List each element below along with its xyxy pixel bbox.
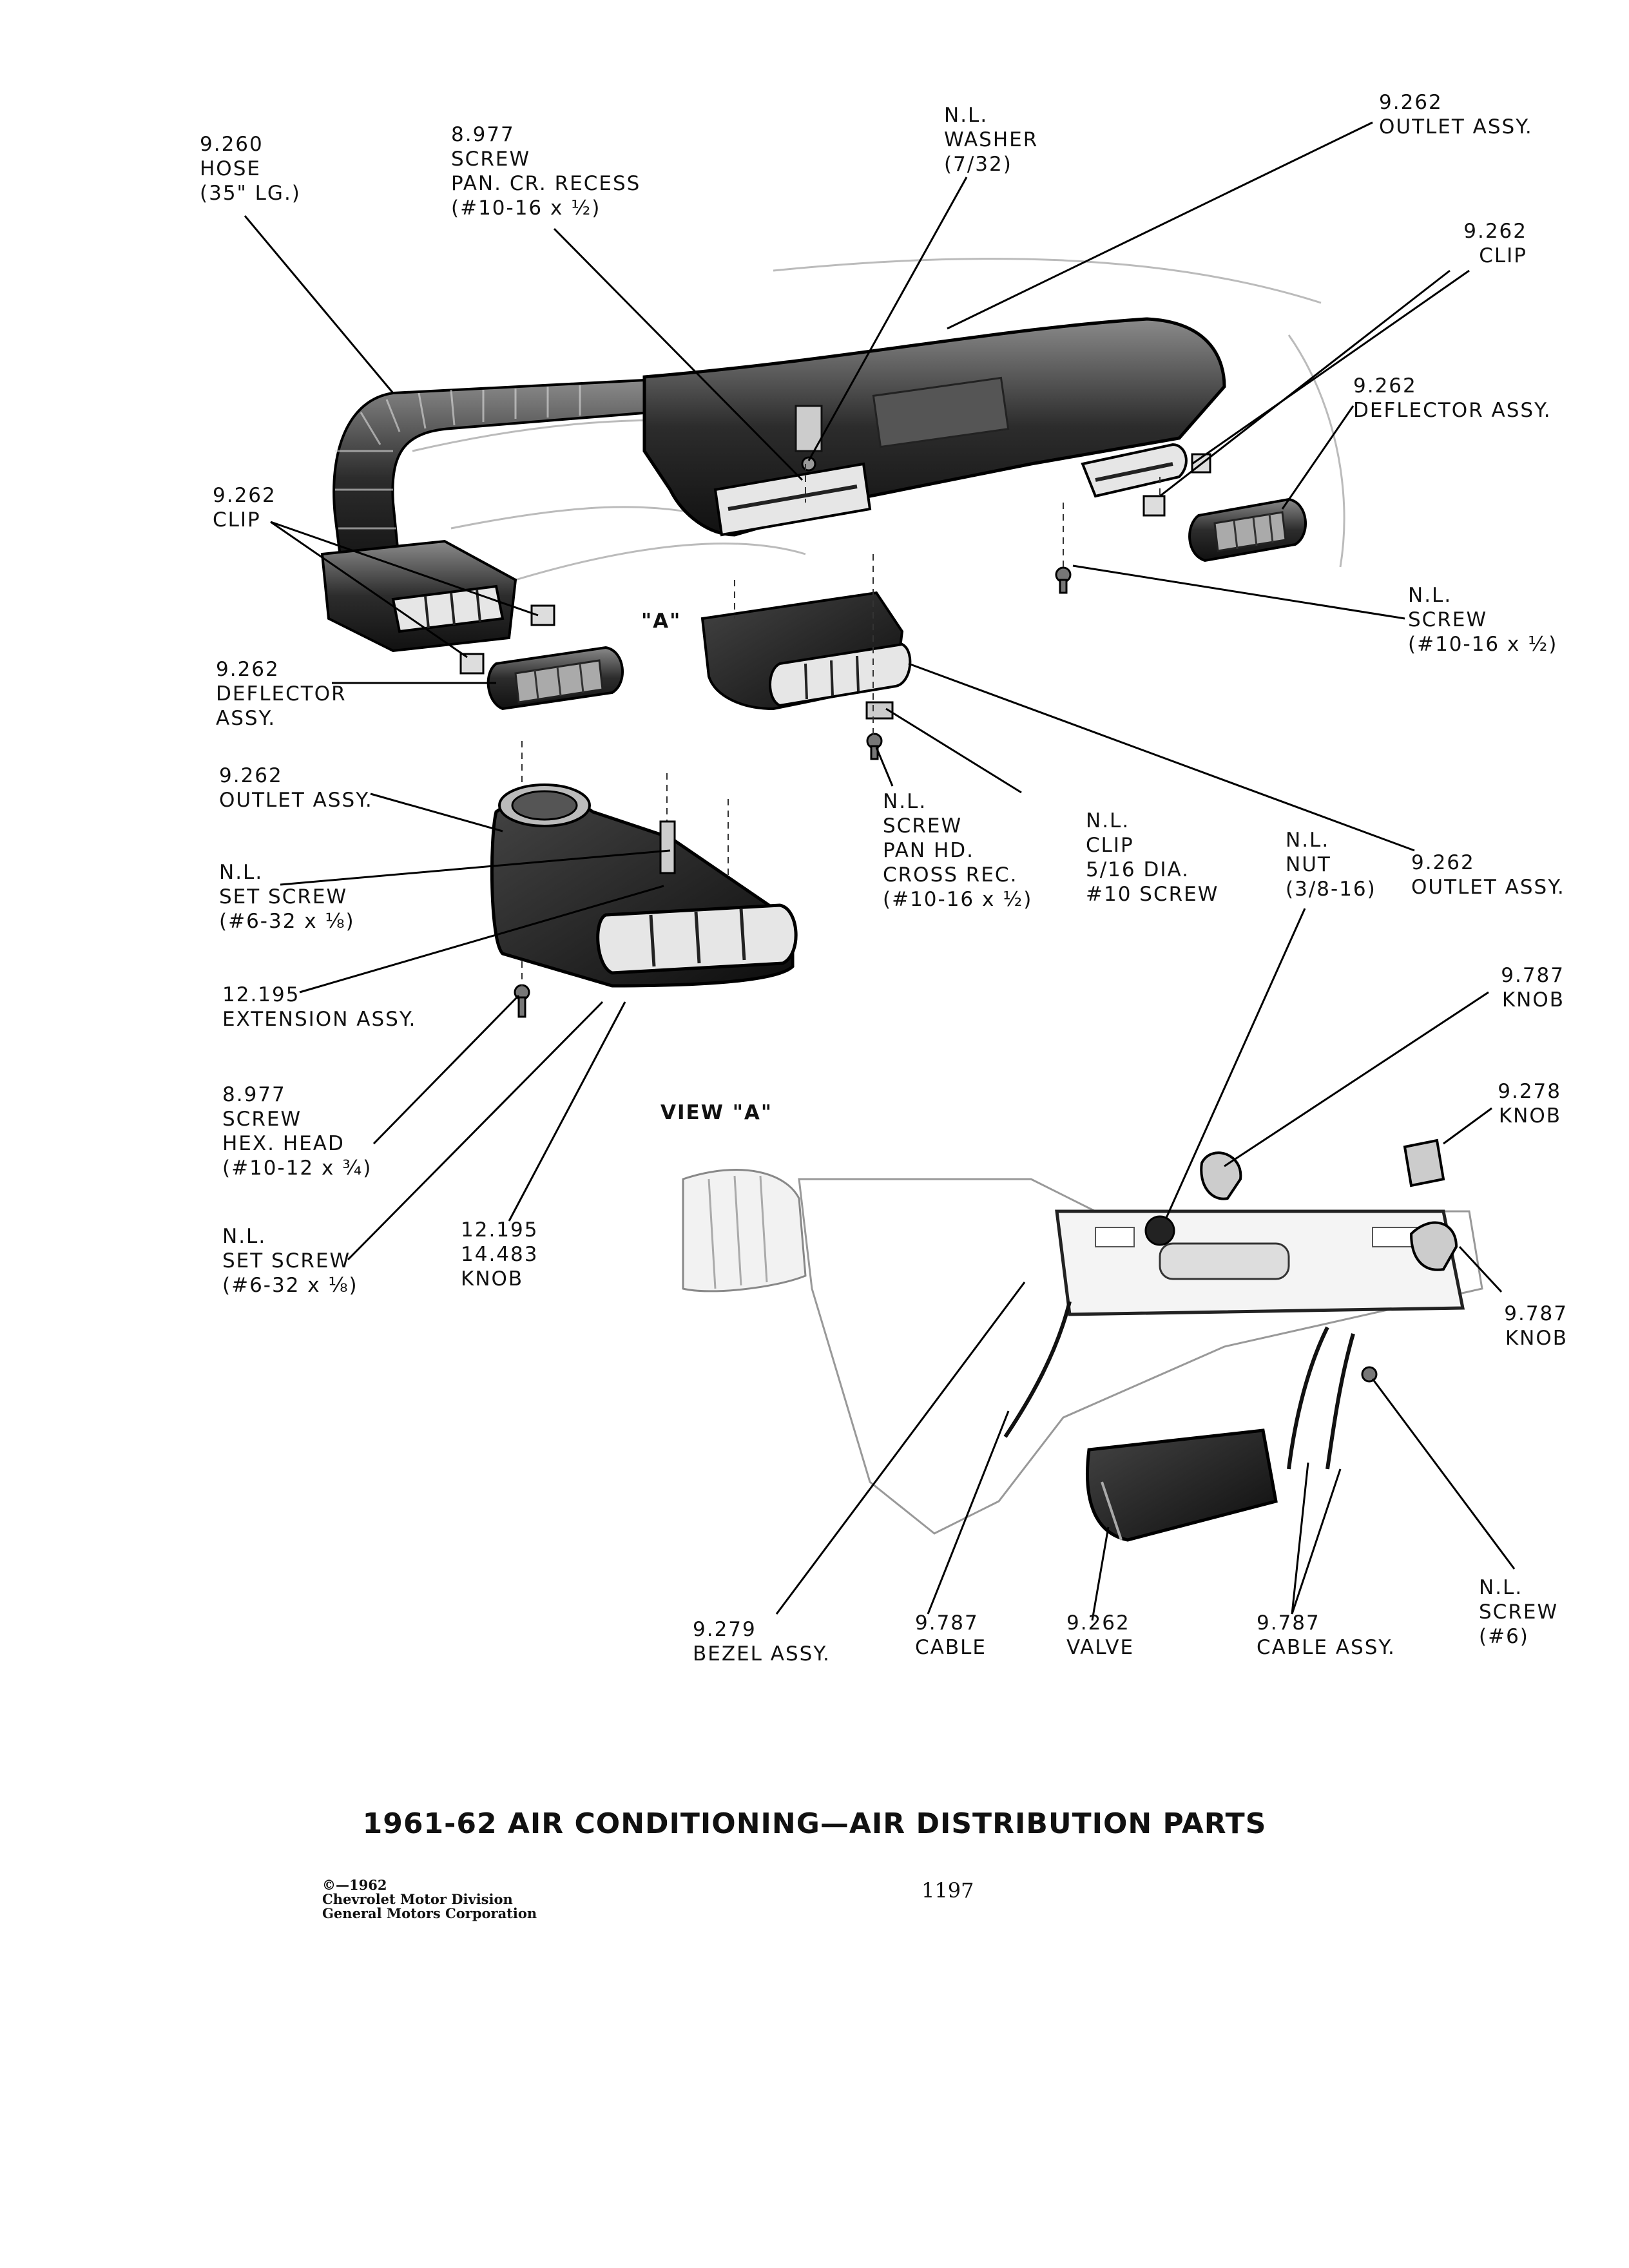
label-nut-nl: N.L.NUT(3/8-16) xyxy=(1286,829,1376,901)
view-a-illustration xyxy=(682,1139,1483,1542)
center-lower-outlet xyxy=(700,591,912,720)
label-washer-nl: N.L.WASHER(7/32) xyxy=(944,104,1039,176)
leader-lines xyxy=(244,121,1516,1621)
label-screw-nl-right: N.L.SCREW(#10-16 x ½) xyxy=(1408,584,1558,656)
duct-inspection-plate xyxy=(872,376,1010,448)
deflector-left xyxy=(487,646,624,711)
page-title: 1961-62 AIR CONDITIONING—AIR DISTRIBUTIO… xyxy=(362,1807,1267,1840)
clip-right-a xyxy=(1142,495,1166,517)
deflector-right xyxy=(1188,497,1307,562)
label-set-screw-2: N.L.SET SCREW(#6-32 x ⅛) xyxy=(222,1225,358,1297)
label-view-a-marker: "A" xyxy=(641,610,682,633)
clip-left-a xyxy=(530,604,555,626)
label-screw-nl-6: N.L.SCREW(#6) xyxy=(1479,1576,1559,1648)
dashboard-ghost xyxy=(412,258,1345,581)
label-view-a-title: VIEW "A" xyxy=(660,1101,773,1124)
left-outlet-housing xyxy=(320,539,517,653)
knob-278 xyxy=(1403,1139,1445,1187)
label-set-screw-1: N.L.SET SCREW(#6-32 x ⅛) xyxy=(219,861,355,933)
upper-duct-assembly xyxy=(333,317,1226,578)
page-number: 1197 xyxy=(921,1878,974,1903)
clip-left-b xyxy=(459,653,485,675)
knob-787-right xyxy=(1409,1221,1458,1271)
extension-assembly xyxy=(490,783,798,988)
knob-787-left xyxy=(1200,1151,1242,1200)
view-a-dash xyxy=(798,1178,1483,1535)
valve-body xyxy=(1086,1428,1278,1542)
view-a-duct xyxy=(682,1169,807,1293)
control-cable xyxy=(1003,1301,1072,1438)
